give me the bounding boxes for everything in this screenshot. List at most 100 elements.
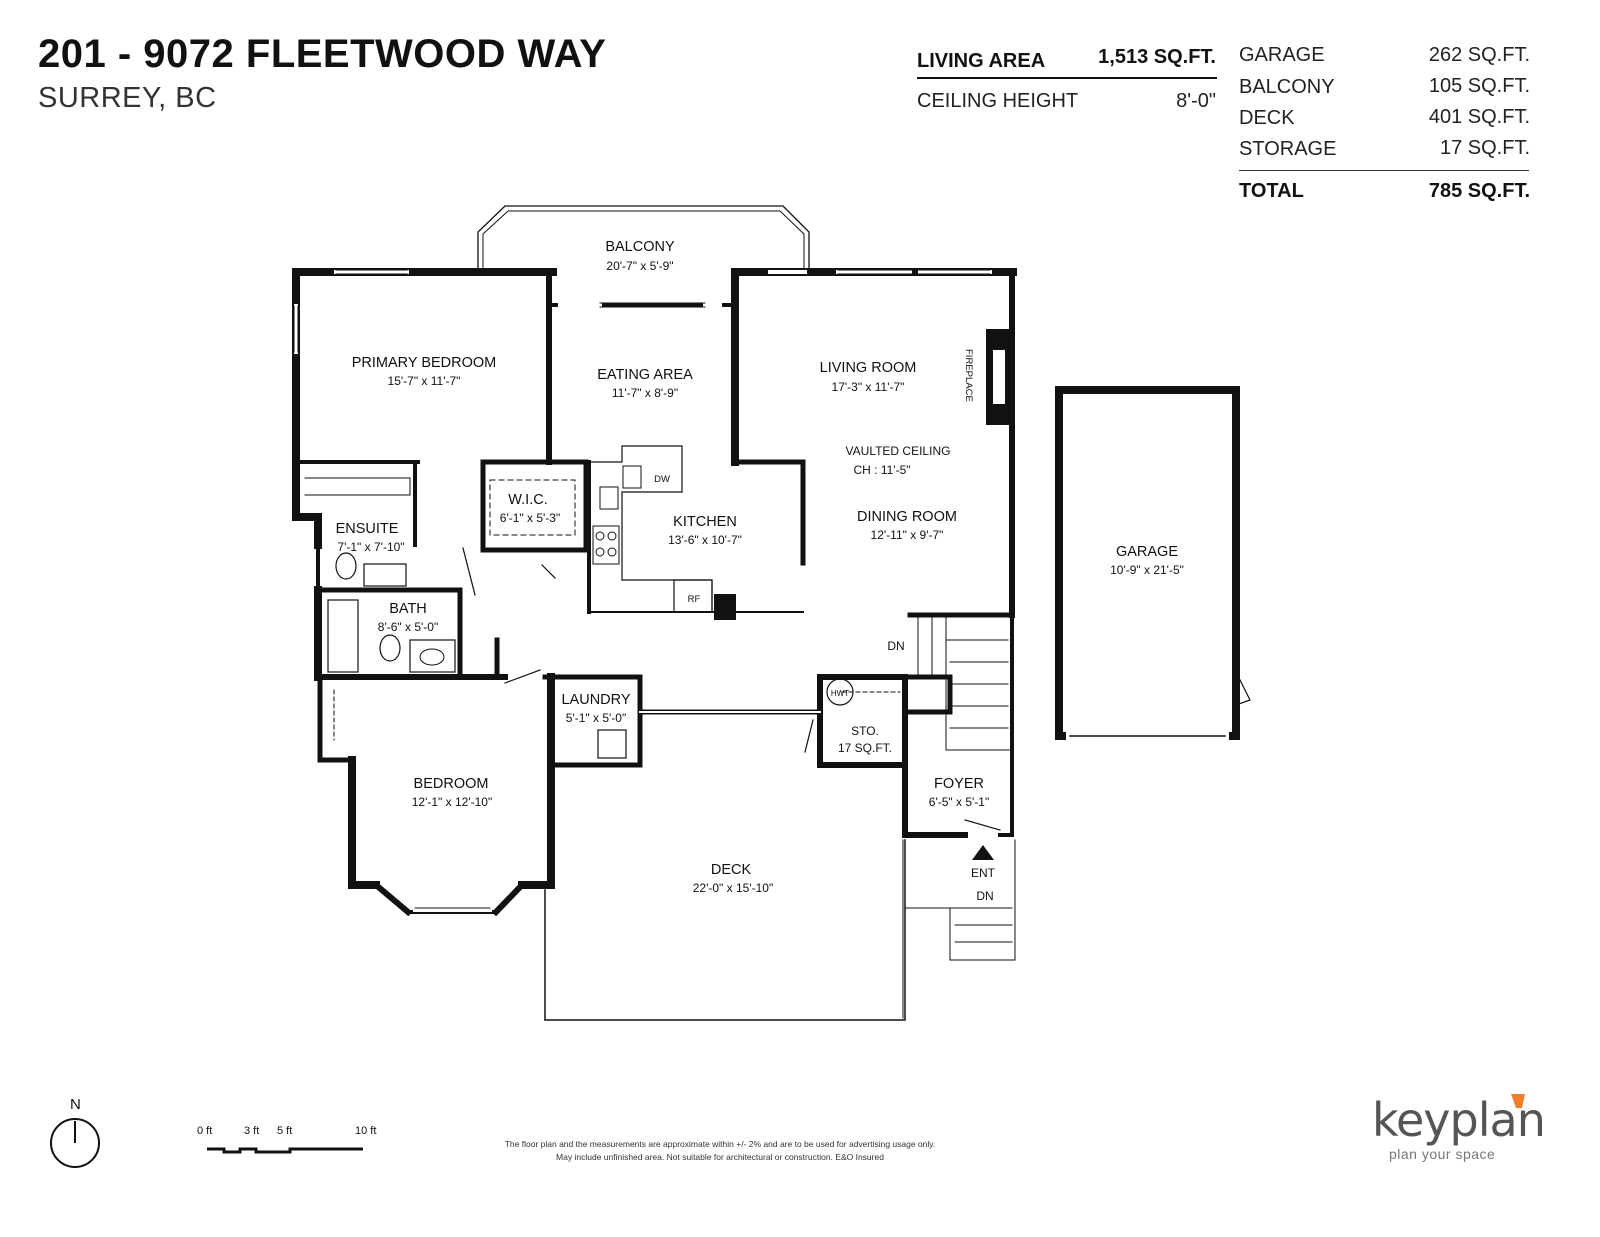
scale-tick-10: 10 ft: [355, 1125, 377, 1137]
kitchen-column: [714, 594, 736, 620]
room-dims-bath: 8'-6" x 5'-0": [378, 620, 438, 634]
scale-tick-5: 5 ft: [277, 1125, 293, 1137]
room-dims-kitchen: 13'-6" x 10'-7": [668, 533, 742, 547]
storage-area-value: 17 SQ.FT.: [1439, 137, 1530, 159]
total-area-label: TOTAL: [1239, 180, 1304, 202]
exterior-stairs: [904, 839, 1016, 961]
balcony-outline-inner: [482, 210, 805, 271]
fridge-box: [673, 579, 713, 613]
room-name-dining-room: DINING ROOM: [857, 509, 957, 525]
room-dims-primary-bedroom: 15'-7" x 11'-7": [388, 374, 461, 388]
page-title: 201 - 9072 FLEETWOOD WAY: [38, 32, 607, 76]
laundry-tub: [597, 729, 627, 759]
room-name-deck: DECK: [711, 862, 752, 878]
scale-tick-3: 3 ft: [244, 1125, 260, 1137]
wic-shelf: [489, 479, 576, 536]
ceiling-height-value: 8'-0": [1176, 90, 1216, 112]
keyplan-logo-mark: [1511, 1094, 1525, 1108]
kitchen-sink: [599, 486, 619, 510]
scale-bar: [207, 1147, 363, 1154]
room-dims-balcony: 20'-7" x 5'-9": [606, 259, 673, 273]
keyplan-logo: keyplan: [1372, 1093, 1546, 1147]
room-dims-wic: 6'-1" x 5'-3": [500, 511, 560, 525]
bath-vanity: [409, 639, 456, 673]
wall: [732, 459, 806, 566]
room-name-living-room: LIVING ROOM: [820, 360, 917, 376]
garage-area-label: GARAGE: [1239, 44, 1325, 66]
room-name-ensuite: ENSUITE: [336, 521, 399, 537]
compass-north-label: N: [70, 1096, 81, 1113]
room-name-primary-bedroom: PRIMARY BEDROOM: [352, 355, 497, 371]
room-name-balcony: BALCONY: [605, 239, 675, 255]
room-dims-laundry: 5'-1" x 5'-0": [566, 711, 626, 725]
wall: [518, 673, 555, 889]
keyplan-tagline: plan your space: [1389, 1146, 1496, 1162]
bay-wall: [491, 880, 527, 917]
exterior-stairs-down-label: DN: [976, 889, 993, 903]
room-dims-eating-area: 11'-7" x 8'-9": [612, 386, 678, 400]
hwt-label: HWT: [831, 689, 849, 698]
room-dims-deck: 22'-0" x 15'-10": [693, 881, 773, 895]
dishwasher-label: DW: [654, 474, 670, 485]
room-name-laundry: LAUNDRY: [561, 692, 630, 708]
garage-area-value: 262 SQ.FT.: [1428, 44, 1530, 66]
storage-area-label: STORAGE: [1239, 138, 1337, 160]
room-dims-ensuite: 7'-1" x 7'-10": [337, 540, 404, 554]
room-dims-living-room: 17'-3" x 11'-7": [832, 380, 905, 394]
page-subtitle: SURREY, BC: [38, 82, 217, 114]
room-name-bath: BATH: [389, 601, 427, 617]
entrance-arrow-icon: [972, 845, 994, 860]
living-area-rule: [917, 77, 1217, 79]
balcony-area-label: BALCONY: [1239, 76, 1335, 98]
deck-area-label: DECK: [1239, 107, 1295, 129]
compass: [50, 1118, 100, 1168]
vaulted-ceiling-label: VAULTED CEILING: [846, 444, 951, 458]
room-name-foyer: FOYER: [934, 776, 984, 792]
ensuite-toilet: [335, 552, 357, 580]
garage-door-swing: [1235, 671, 1251, 706]
stove: [592, 525, 620, 565]
total-rule: [1239, 170, 1529, 171]
kitchen-sink-2: [622, 465, 642, 489]
ensuite-vanity: [363, 563, 407, 587]
deck-area-value: 401 SQ.FT.: [1428, 106, 1530, 128]
room-name-storage: STO.: [851, 724, 879, 738]
room-name-garage: GARAGE: [1116, 544, 1178, 560]
room-dims-garage: 10'-9" x 21'-5": [1110, 563, 1184, 577]
total-area-value: 785 SQ.FT.: [1428, 180, 1530, 202]
disclaimer: The floor plan and the measurements are …: [440, 1138, 1000, 1164]
fridge-label: RF: [688, 594, 701, 605]
ceiling-height-note: CH : 11'-5": [853, 463, 910, 477]
deck-outline: [544, 839, 906, 1021]
living-area-label: LIVING AREA: [917, 50, 1046, 72]
room-name-eating-area: EATING AREA: [597, 367, 693, 383]
laundry-walls: [542, 674, 643, 768]
wall: [348, 756, 380, 889]
room-dims-dining-room: 12'-11" x 9'-7": [871, 528, 944, 542]
disclaimer-line-2: May include unfinished area. Not suitabl…: [556, 1152, 884, 1162]
bay-wall: [371, 880, 413, 917]
room-name-wic: W.I.C.: [508, 492, 547, 508]
living-area-value: 1,513 SQ.FT.: [1098, 46, 1216, 68]
room-dims-foyer: 6'-5" x 5'-1": [929, 795, 989, 809]
bathtub: [327, 599, 359, 673]
room-dims-storage: 17 SQ.FT.: [838, 741, 892, 755]
wall: [902, 674, 953, 715]
interior-stairs: [917, 617, 1011, 751]
fireplace-label: FIREPLACE: [963, 349, 974, 402]
ceiling-height-label: CEILING HEIGHT: [917, 90, 1079, 112]
stairs-down-label: DN: [887, 639, 904, 653]
balcony-area-value: 105 SQ.FT.: [1428, 75, 1530, 97]
wall: [902, 709, 968, 838]
scale-tick-0: 0 ft: [197, 1125, 213, 1137]
bath-toilet: [379, 634, 401, 662]
balcony-outline: [477, 205, 810, 271]
wic-walls: [480, 459, 589, 553]
room-dims-bedroom: 12'-1" x 12'-10": [412, 795, 492, 809]
disclaimer-line-1: The floor plan and the measurements are …: [504, 1139, 936, 1149]
room-name-kitchen: KITCHEN: [673, 514, 737, 530]
room-name-bedroom: BEDROOM: [414, 776, 489, 792]
shower: [304, 477, 411, 496]
entrance-label: ENT: [971, 866, 996, 880]
